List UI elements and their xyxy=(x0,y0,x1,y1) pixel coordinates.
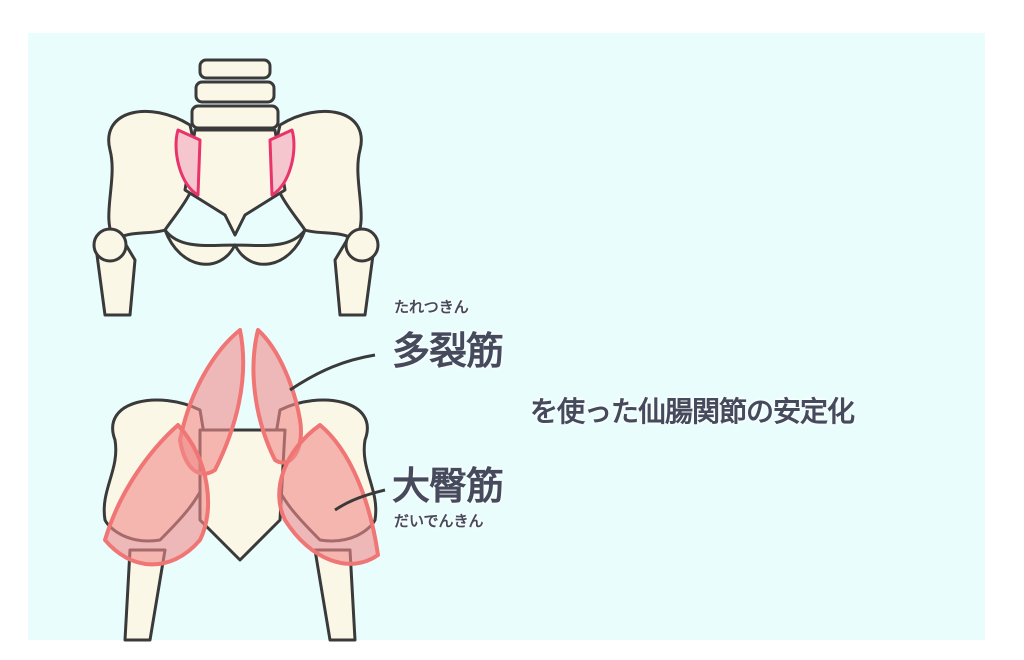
pelvis-top-illustration xyxy=(92,58,380,317)
gluteus-reading: だいでんきん xyxy=(394,512,484,530)
multifidus-label: 多裂筋 xyxy=(392,329,504,373)
gluteus-maximus-muscle xyxy=(103,423,380,567)
multifidus-pointer-line xyxy=(289,353,376,392)
gluteus-label: 大臀筋 xyxy=(392,464,504,508)
caption-text: を使った仙腸関節の安定化 xyxy=(530,395,855,428)
gluteus-pointer-line xyxy=(334,488,386,512)
multifidus-reading: たれつきん xyxy=(394,298,469,316)
